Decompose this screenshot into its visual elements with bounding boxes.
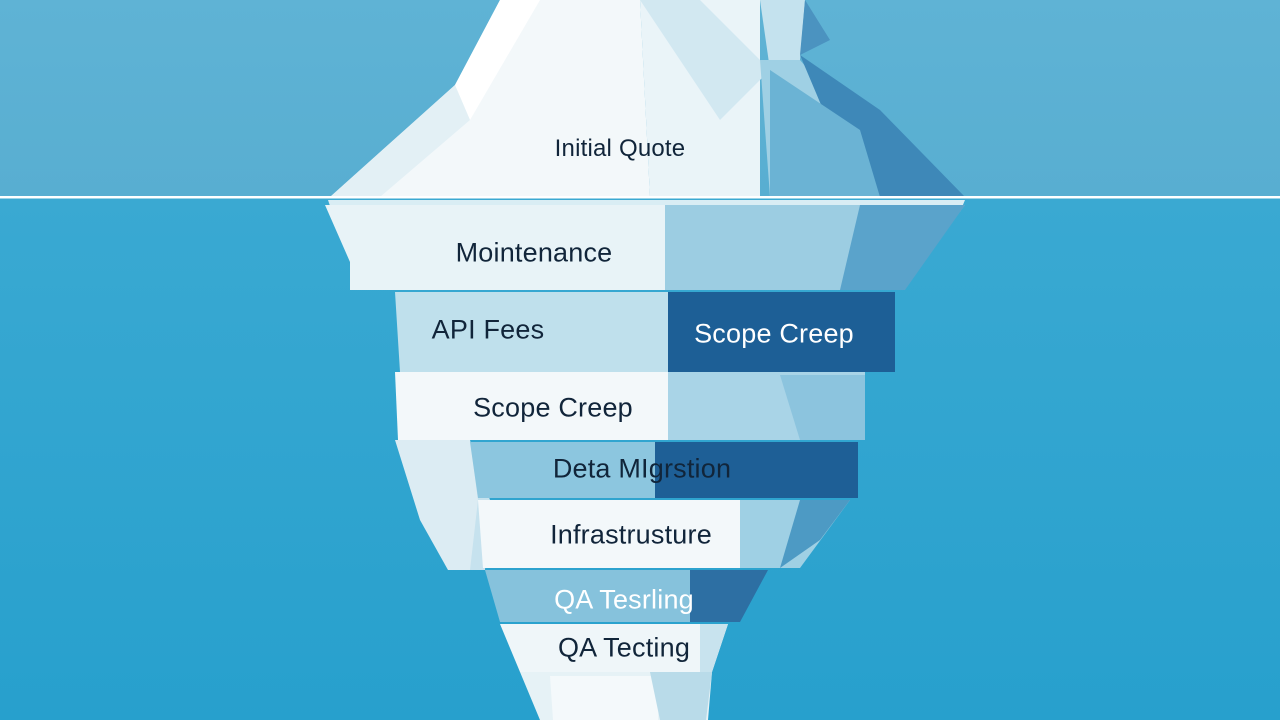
label-scope-creep: Scope Creep <box>473 392 633 423</box>
iceberg-underwater <box>325 200 965 720</box>
label-data-migration: Deta MIgrstion <box>552 453 732 484</box>
label-qa-testing-upper: QA Tesrling <box>554 584 694 615</box>
iceberg-tip <box>330 0 965 197</box>
label-api-fees: API Fees <box>431 314 545 345</box>
label-infrastructure: Infrastrusture <box>550 519 712 550</box>
label-maintenance: Mointenance <box>455 237 613 268</box>
label-initial-quote: Initial Quote <box>554 135 686 162</box>
label-scope-creep-dark: Scope Creep <box>694 318 854 349</box>
label-qa-testing-lower: QA Tecting <box>557 632 691 663</box>
waterline <box>0 196 1280 199</box>
